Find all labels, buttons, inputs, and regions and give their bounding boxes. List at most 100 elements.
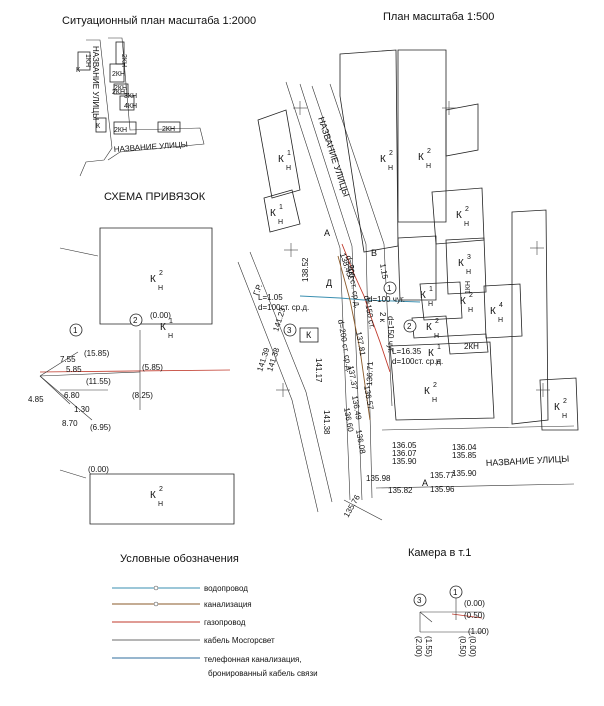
elevation: 135.77: [430, 471, 455, 480]
chamber-dim: (1.00): [468, 627, 489, 636]
pipe-note: L=16.35: [392, 347, 422, 356]
svg-text:К: К: [460, 296, 466, 307]
letter-b: В: [371, 248, 377, 258]
svg-text:Н: Н: [158, 285, 163, 292]
scheme-dim: 7.55: [60, 355, 76, 364]
svg-text:К: К: [490, 306, 496, 317]
scheme-dim: (11.55): [86, 377, 111, 386]
elevation: 141.38: [322, 410, 331, 435]
legend-item-sewer: канализация: [112, 600, 252, 609]
letter-a: А: [324, 228, 330, 238]
elevation: 135.82: [388, 486, 413, 495]
scheme-top-level: (0.00): [150, 311, 171, 320]
scheme-dim: (8.25): [132, 391, 153, 400]
legend-item-water: водопровод: [112, 584, 248, 593]
scheme-dim: 1.30: [74, 405, 90, 414]
legend-title: Условные обозначения: [120, 553, 239, 565]
svg-text:К: К: [554, 402, 560, 413]
svg-text:Н: Н: [464, 221, 469, 228]
chamber-dim: (0.00): [468, 636, 477, 657]
chamber-point-3: 3: [413, 593, 427, 607]
elevation: 137.37: [346, 365, 359, 391]
plan-point-2: 2: [403, 319, 417, 333]
gas-length: 3.05: [347, 264, 356, 280]
pipe-length: 1.15: [378, 263, 390, 280]
building-code-b5: К3Н: [458, 254, 471, 276]
small-plan: НАЗВАНИЕ УЛИЦЫ НАЗВАНИЕ УЛИЦЫ 2КН 1КН К …: [76, 37, 205, 177]
svg-text:3: 3: [287, 326, 292, 335]
chamber: 3 1 (0.00) (0.50) (1.00) (1.55) (2.00) (…: [413, 585, 489, 657]
building-code-b9: К1Н: [428, 344, 441, 366]
svg-text:телефонная канализация,: телефонная канализация,: [204, 655, 302, 664]
scheme-dim: 5.85: [66, 365, 82, 374]
chamber-point-1: 1: [449, 585, 463, 599]
elevation: 136.60: [342, 407, 355, 433]
svg-text:2: 2: [159, 486, 163, 493]
svg-text:К: К: [426, 322, 432, 333]
svg-text:Н: Н: [286, 165, 291, 172]
elevation: 136.04: [452, 443, 477, 452]
svg-text:1: 1: [169, 318, 173, 325]
svg-text:3: 3: [417, 596, 422, 605]
svg-text:1: 1: [279, 204, 283, 211]
plan-point-1: 1: [383, 281, 397, 295]
svg-text:Н: Н: [168, 333, 173, 340]
svg-text:Н: Н: [428, 301, 433, 308]
scheme-dim: (6.95): [90, 423, 111, 432]
svg-text:2: 2: [159, 270, 163, 277]
small-label: К: [76, 67, 81, 74]
label-2k: 2 к: [378, 312, 387, 323]
elevation: 136.08: [354, 429, 367, 455]
small-label: 3КН: [124, 93, 137, 100]
svg-text:2: 2: [465, 206, 469, 213]
pipe-note: d=100 чуг.: [368, 295, 405, 304]
elevation: 135.90: [392, 457, 417, 466]
main-plan: К1Н К2Н К1Н К2Н К3Н К2Н К4Н К2Н К1Н К2Н …: [237, 49, 579, 521]
elevation: 141.17: [314, 358, 323, 383]
small-label: 2КН: [114, 127, 127, 134]
label-1kn: 1КН: [465, 281, 472, 294]
chamber-title: Камера в т.1: [408, 547, 471, 559]
svg-text:1: 1: [387, 284, 392, 293]
legend-item-light-cable: кабель Мосгорсвет: [112, 636, 275, 645]
small-street-horizontal: НАЗВАНИЕ УЛИЦЫ: [114, 140, 189, 154]
elevation: 136.57: [362, 385, 375, 411]
svg-text:Н: Н: [426, 163, 431, 170]
scheme: К2Н (0.00) К2Н (0.00) К1Н 1 2 7.55 (15.8…: [28, 227, 235, 525]
svg-text:К: К: [428, 348, 434, 359]
svg-text:4: 4: [499, 302, 503, 309]
scheme-gas-line: [39, 369, 231, 373]
svg-text:2: 2: [433, 382, 437, 389]
grid-cross: [276, 101, 550, 397]
svg-text:2: 2: [389, 150, 393, 157]
main-street-horizontal: НАЗВАНИЕ УЛИЦЫ: [486, 454, 570, 468]
plan-point-3: 3: [283, 323, 297, 337]
svg-text:К: К: [424, 386, 430, 397]
building-code-b8: К2Н: [460, 292, 473, 314]
scheme-dim: 4.85: [28, 395, 44, 404]
scheme-building-top-code: К2Н: [150, 270, 163, 292]
pipe-note: d=100ст. ср.д.: [392, 357, 443, 366]
label-gr: Г.Р.: [252, 283, 265, 297]
svg-text:Н: Н: [466, 269, 471, 276]
svg-text:2: 2: [407, 322, 412, 331]
legend-extra-line: бронированный кабель связи: [208, 669, 318, 678]
svg-text:Н: Н: [432, 397, 437, 404]
small-label: К: [96, 123, 101, 130]
svg-text:Н: Н: [468, 307, 473, 314]
svg-text:К: К: [380, 154, 386, 165]
gas-line: [341, 243, 391, 373]
svg-text:К: К: [418, 152, 424, 163]
chamber-dim: (0.50): [464, 611, 485, 620]
scheme-building-bottom-code: К2Н: [150, 486, 163, 508]
svg-text:К: К: [150, 274, 156, 285]
scheme-dim: (15.85): [84, 349, 110, 358]
building-code-b2: К2Н: [380, 150, 393, 172]
building-code-b6: К2Н: [456, 206, 469, 228]
letter-d: Д: [326, 278, 332, 288]
situational-plan-title: Ситуационный план масштаба 1:2000: [62, 15, 256, 27]
svg-text:К: К: [278, 154, 284, 165]
elevation: 136.07: [392, 449, 417, 458]
pipe-note: d=100ст. ср.д.: [258, 303, 309, 312]
svg-text:канализация: канализация: [204, 600, 252, 609]
